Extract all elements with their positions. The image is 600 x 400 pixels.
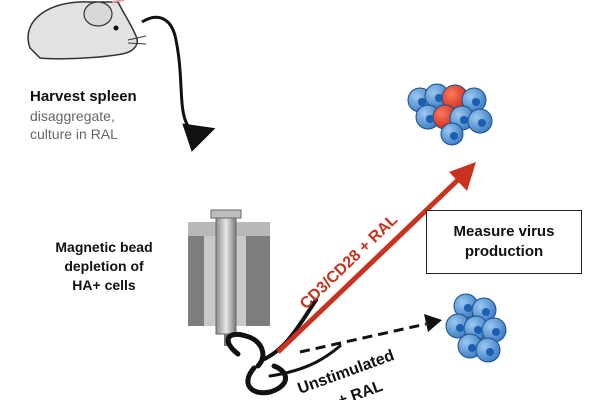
stimulated-arrow-label: CD3/CD28 + RAL [297,211,401,313]
magnetic-bead-label-line3: HA+ cells [72,277,136,293]
harvest-spleen-title: Harvest spleen [30,88,137,105]
harvest-spleen-detail-line1: disaggregate, [30,108,115,124]
harvest-spleen-detail-line2: culture in RAL [30,126,118,142]
unstimulated-arrow [299,314,442,354]
magnet-icon [188,209,270,346]
stimulated-arrow [276,162,476,354]
magnetic-bead-label: Magnetic bead depletion of HA+ cells [34,238,174,295]
measure-virus-line2: production [464,243,544,260]
mouse-tail-arrow [141,16,216,152]
magnetic-bead-label-line1: Magnetic bead [55,239,153,255]
measure-virus-line1: Measure virus [453,223,555,240]
stimulated-cell-cluster-icon [407,83,493,146]
magnetic-bead-label-line2: depletion of [64,258,144,274]
measure-virus-box: Measure virus production [426,210,582,274]
unstimulated-cell-cluster-icon [445,293,507,363]
mouse-icon [27,0,147,60]
